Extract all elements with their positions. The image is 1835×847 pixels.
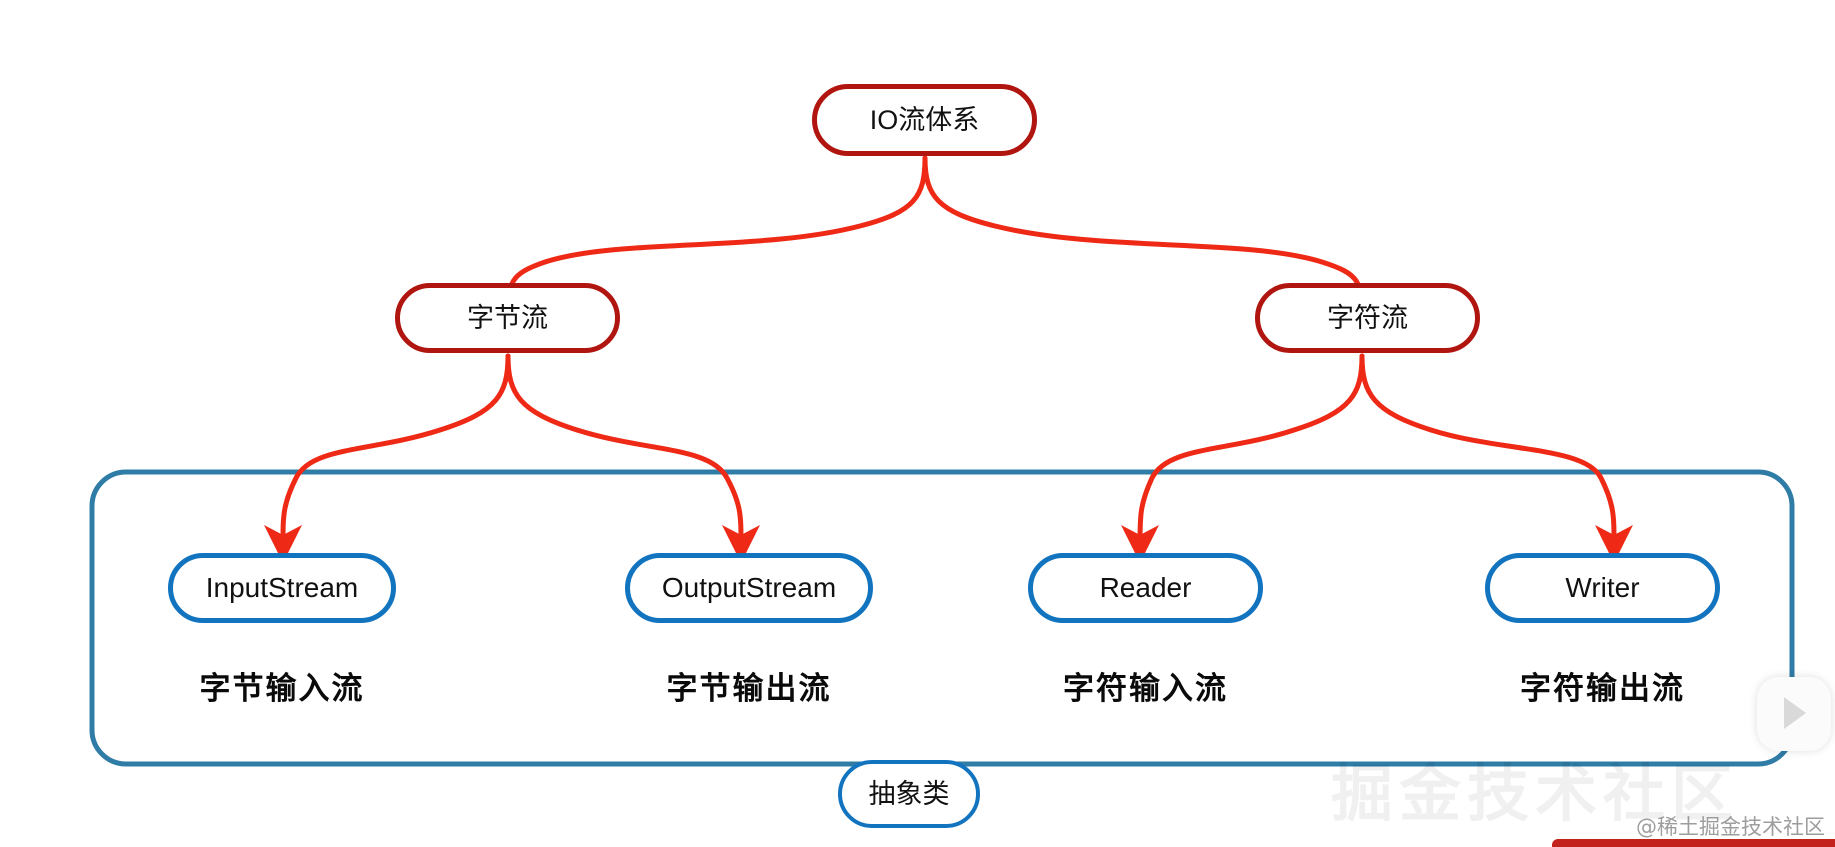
node-label: 字符流 [1327,302,1408,333]
node-writer[interactable]: Writer [1485,553,1720,623]
watermark-handle: @稀土掘金技术社区 [1636,815,1825,839]
node-inputstream[interactable]: InputStream [168,553,396,623]
connector-char-to-writer [1359,353,1633,564]
node-outputstream[interactable]: OutputStream [625,553,873,623]
node-label: Reader [1099,572,1192,603]
node-abstract-class[interactable]: 抽象类 [838,760,980,828]
node-byte-stream[interactable]: 字节流 [395,283,620,353]
node-label: OutputStream [661,572,837,603]
connector-char-to-reader [1121,353,1365,564]
bottom-red-band [1552,839,1835,847]
connector-byte-to-inputstream [264,353,511,564]
watermark-ghost-text: 掘金技术社区 [1330,757,1739,830]
node-label: Writer [1565,572,1640,603]
play-logo-icon [1757,677,1831,751]
sublabel-byte-output-stream: 字节输出流 [666,671,832,707]
node-label: 字节流 [467,302,548,333]
sublabel-byte-input-stream: 字节输入流 [199,671,365,707]
node-label: IO流体系 [869,104,980,135]
sublabel-character-output-stream: 字符输出流 [1520,671,1685,707]
node-reader[interactable]: Reader [1028,553,1263,623]
connector-byte-to-outputstream [505,353,760,564]
node-label: 抽象类 [868,778,950,809]
node-label: InputStream [205,572,359,603]
play-triangle-icon [1784,697,1806,729]
node-character-stream[interactable]: 字符流 [1255,283,1480,353]
sublabel-character-input-stream: 字符输入流 [1063,671,1228,707]
node-io-stream-system[interactable]: IO流体系 [812,84,1037,156]
